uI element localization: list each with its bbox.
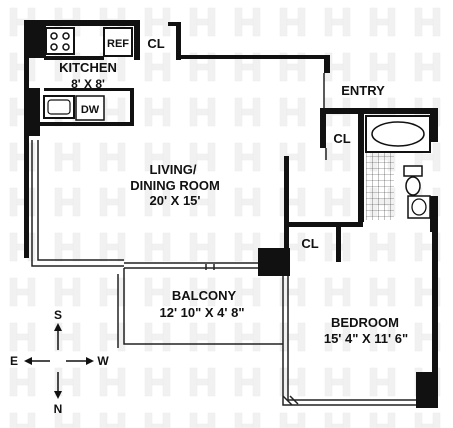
compass-south: S xyxy=(54,308,62,322)
balcony-name: BALCONY xyxy=(172,288,237,303)
entry-label: ENTRY xyxy=(341,83,385,98)
bedroom-size: 15' 4" X 11' 6" xyxy=(324,331,408,346)
kitchen-size: 8' X 8' xyxy=(71,77,105,91)
vanity-sink-icon xyxy=(407,195,431,219)
bathtub-icon xyxy=(365,115,431,153)
thin-walls xyxy=(31,73,416,406)
closet-label-bath: CL xyxy=(333,131,350,146)
toilet-icon xyxy=(403,165,423,196)
living-name-line2: DINING ROOM xyxy=(130,178,220,193)
sink-icon xyxy=(43,95,75,119)
living-size: 20' X 15' xyxy=(150,193,201,208)
living-name: LIVING/ xyxy=(150,162,197,177)
compass-west: W xyxy=(97,354,109,368)
bedroom-name: BEDROOM xyxy=(331,315,399,330)
refrigerator xyxy=(103,27,133,57)
stove-icon xyxy=(45,27,75,55)
compass-icon xyxy=(24,323,94,399)
closet-label-bedroom: CL xyxy=(301,236,318,251)
walls xyxy=(24,20,438,408)
ref-label: REF xyxy=(107,38,129,50)
compass-north: N xyxy=(54,402,63,416)
dishwasher xyxy=(75,95,105,121)
closet-label-kitchen: CL xyxy=(147,36,164,51)
dishwasher-label: DW xyxy=(81,104,100,116)
bathroom-floor-tiles xyxy=(366,152,394,220)
balcony-size: 12' 10" X 4' 8" xyxy=(159,305,244,320)
kitchen-name: KITCHEN xyxy=(59,60,117,75)
kitchen-counter xyxy=(44,56,104,60)
compass-east: E xyxy=(10,354,18,368)
